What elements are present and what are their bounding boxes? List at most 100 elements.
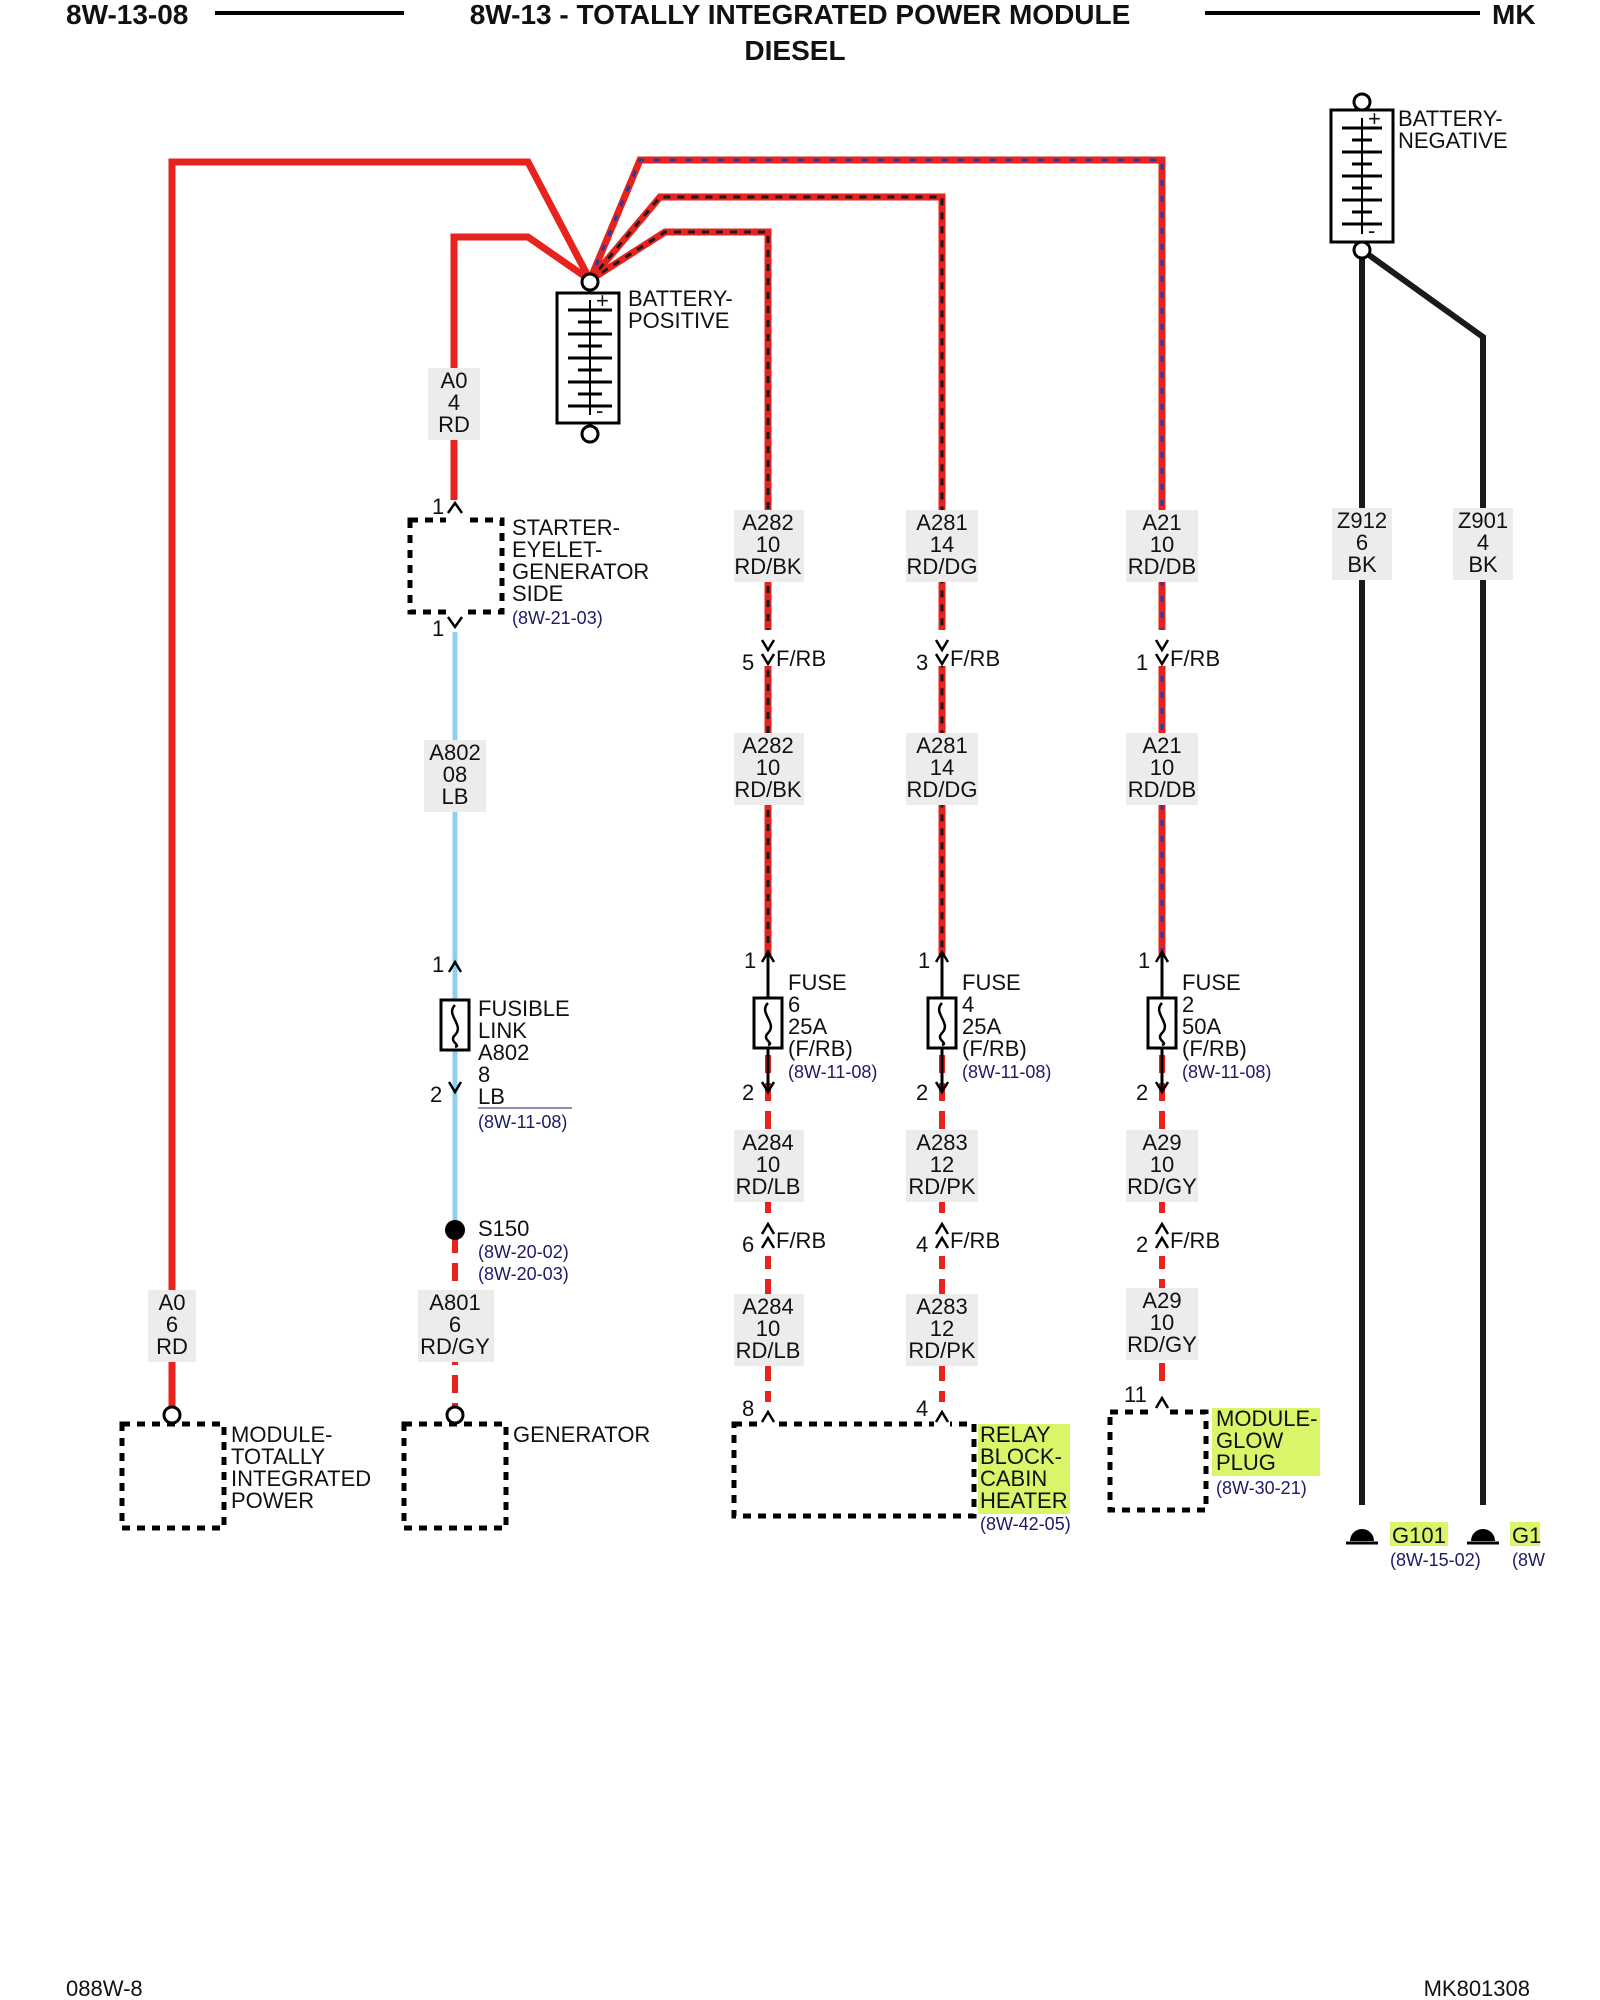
battery-positive-label-1: BATTERY- bbox=[628, 286, 733, 311]
svg-text:RD: RD bbox=[156, 1334, 188, 1359]
svg-text:1: 1 bbox=[1136, 650, 1148, 675]
svg-text:FUSE: FUSE bbox=[1182, 970, 1241, 995]
fuse-4: 1 2 FUSE 4 25A (F/RB) (8W-11-08) bbox=[916, 948, 1051, 1105]
fuse-element-icon bbox=[1157, 1002, 1167, 1047]
svg-text:A29: A29 bbox=[1142, 1130, 1181, 1155]
svg-text:RD/GY: RD/GY bbox=[1127, 1332, 1197, 1357]
plus-sign-icon: + bbox=[596, 288, 609, 313]
svg-text:RD/PK: RD/PK bbox=[908, 1174, 976, 1199]
svg-text:10: 10 bbox=[1150, 1152, 1174, 1177]
svg-text:1: 1 bbox=[744, 948, 756, 973]
connector-a282-top: 5 F/RB bbox=[742, 630, 826, 675]
svg-text:6: 6 bbox=[742, 1232, 754, 1257]
starter-eyelet-pin-top: 1 bbox=[432, 494, 444, 519]
connector-arrow-icon bbox=[760, 1409, 776, 1423]
module-totally-integrated-power: MODULE- TOTALLY INTEGRATED POWER bbox=[119, 1405, 371, 1531]
svg-text:4: 4 bbox=[1477, 530, 1489, 555]
relay-block-highlight bbox=[978, 1424, 1070, 1514]
svg-text:(8W-42-05): (8W-42-05) bbox=[980, 1514, 1071, 1534]
connector-arrow-icon bbox=[1154, 1395, 1170, 1409]
connector-arrow-icon bbox=[760, 653, 776, 667]
svg-text:RD/DG: RD/DG bbox=[907, 777, 978, 802]
relay-block-cabin-heater: 8 4 RELAY BLOCK- CABIN HEATER (8W-42-05) bbox=[731, 1396, 1071, 1534]
svg-text:POWER: POWER bbox=[231, 1488, 314, 1513]
fuse-element-icon bbox=[937, 1002, 947, 1047]
connector-arrow-icon bbox=[447, 959, 463, 973]
starter-eyelet-label-3: GENERATOR bbox=[512, 559, 649, 584]
svg-text:4: 4 bbox=[448, 390, 460, 415]
fusible-link: 1 2 FUSIBLE LINK A802 8 LB (8W-11-08) bbox=[430, 952, 572, 1132]
connector-arrow-icon bbox=[934, 1221, 950, 1235]
wire-label-a282-top: A282 10 RD/BK bbox=[734, 510, 804, 582]
g-partial-highlight bbox=[1510, 1522, 1540, 1546]
starter-eyelet-box bbox=[407, 517, 505, 615]
connector-arrow-icon bbox=[760, 1221, 776, 1235]
wire-label-a801: A801 6 RD/GY bbox=[418, 1290, 494, 1362]
connector-a283-bot: 4 F/RB bbox=[916, 1220, 1000, 1257]
svg-text:RD/BK: RD/BK bbox=[734, 777, 802, 802]
wire-label-a284-top: A284 10 RD/LB bbox=[734, 1130, 804, 1202]
connector-arrow-icon bbox=[934, 639, 950, 653]
svg-text:INTEGRATED: INTEGRATED bbox=[231, 1466, 371, 1491]
svg-text:RD/BK: RD/BK bbox=[734, 554, 802, 579]
fusible-link-label-1: FUSIBLE bbox=[478, 996, 570, 1021]
svg-text:14: 14 bbox=[930, 532, 954, 557]
wire-label-a283-top: A283 12 RD/PK bbox=[906, 1130, 978, 1202]
svg-text:25A: 25A bbox=[788, 1014, 827, 1039]
svg-text:Z901: Z901 bbox=[1458, 508, 1508, 533]
connector-arrow-icon bbox=[447, 1081, 463, 1095]
svg-text:PLUG: PLUG bbox=[1216, 1450, 1276, 1475]
fuse-2: 1 2 FUSE 2 50A (F/RB) (8W-11-08) bbox=[1136, 948, 1271, 1105]
wire-label-z912: Z912 6 BK bbox=[1332, 508, 1392, 580]
splice-ref-2: (8W-20-03) bbox=[478, 1264, 569, 1284]
svg-text:MODULE-: MODULE- bbox=[1216, 1406, 1317, 1431]
svg-text:12: 12 bbox=[930, 1316, 954, 1341]
wire-label-a21-top: A21 10 RD/DB bbox=[1126, 510, 1198, 582]
header-page-code: 8W-13-08 bbox=[66, 0, 188, 30]
starter-eyelet-label-1: STARTER- bbox=[512, 515, 620, 540]
svg-text:10: 10 bbox=[756, 532, 780, 557]
svg-text:A281: A281 bbox=[916, 733, 967, 758]
connector-arrow-icon bbox=[934, 949, 950, 963]
relay-block-box bbox=[731, 1421, 977, 1519]
svg-text:A282: A282 bbox=[742, 733, 793, 758]
svg-text:RD: RD bbox=[438, 412, 470, 437]
starter-eyelet-pin-bottom: 1 bbox=[432, 616, 444, 641]
svg-text:RD/LB: RD/LB bbox=[736, 1338, 801, 1363]
svg-text:A281: A281 bbox=[916, 510, 967, 535]
splice-s150: S150 (8W-20-02) (8W-20-03) bbox=[445, 1216, 569, 1284]
svg-text:10: 10 bbox=[756, 1316, 780, 1341]
svg-text:A802: A802 bbox=[429, 740, 480, 765]
fuse-6: 1 2 FUSE 6 25A (F/RB) (8W-11-08) bbox=[742, 948, 877, 1105]
fuse-element-icon bbox=[450, 1004, 460, 1049]
fusible-link-pin-bottom: 2 bbox=[430, 1082, 442, 1107]
fuse-element-icon bbox=[763, 1002, 773, 1047]
tipm-box bbox=[119, 1421, 227, 1531]
splice-ref-1: (8W-20-02) bbox=[478, 1242, 569, 1262]
wire-a21 bbox=[586, 156, 1166, 955]
glow-plug-highlight bbox=[1212, 1408, 1320, 1476]
module-glow-plug: 11 MODULE- GLOW PLUG (8W-30-21) bbox=[1107, 1382, 1320, 1513]
connector-arrow-icon bbox=[1154, 639, 1170, 653]
svg-text:MODULE-: MODULE- bbox=[231, 1422, 332, 1447]
header-model-code: MK bbox=[1492, 0, 1536, 30]
svg-text:A284: A284 bbox=[742, 1294, 793, 1319]
connector-arrow-icon bbox=[760, 1235, 776, 1249]
minus-sign-icon: - bbox=[1368, 218, 1375, 243]
connector-arrow-icon bbox=[934, 1409, 950, 1423]
svg-text:(8W-11-08): (8W-11-08) bbox=[788, 1062, 877, 1082]
svg-text:6: 6 bbox=[1356, 530, 1368, 555]
battery-positive: + - BATTERY- POSITIVE bbox=[555, 272, 733, 444]
wire-label-a281-top: A281 14 RD/DG bbox=[906, 510, 978, 582]
svg-text:4: 4 bbox=[916, 1396, 928, 1421]
connector-arrow-icon bbox=[1154, 1081, 1170, 1095]
ground-g101: G101 (8W-15-02) bbox=[1346, 1522, 1481, 1570]
svg-text:1: 1 bbox=[1138, 948, 1150, 973]
starter-eyelet-label-4: SIDE bbox=[512, 581, 563, 606]
svg-text:G101: G101 bbox=[1392, 1523, 1446, 1548]
eyelet-terminal-icon bbox=[162, 1405, 182, 1425]
svg-text:HEATER: HEATER bbox=[980, 1488, 1068, 1513]
svg-text:50A: 50A bbox=[1182, 1014, 1221, 1039]
connector-arrow-icon bbox=[1154, 1235, 1170, 1249]
connector-arrow-icon bbox=[760, 639, 776, 653]
